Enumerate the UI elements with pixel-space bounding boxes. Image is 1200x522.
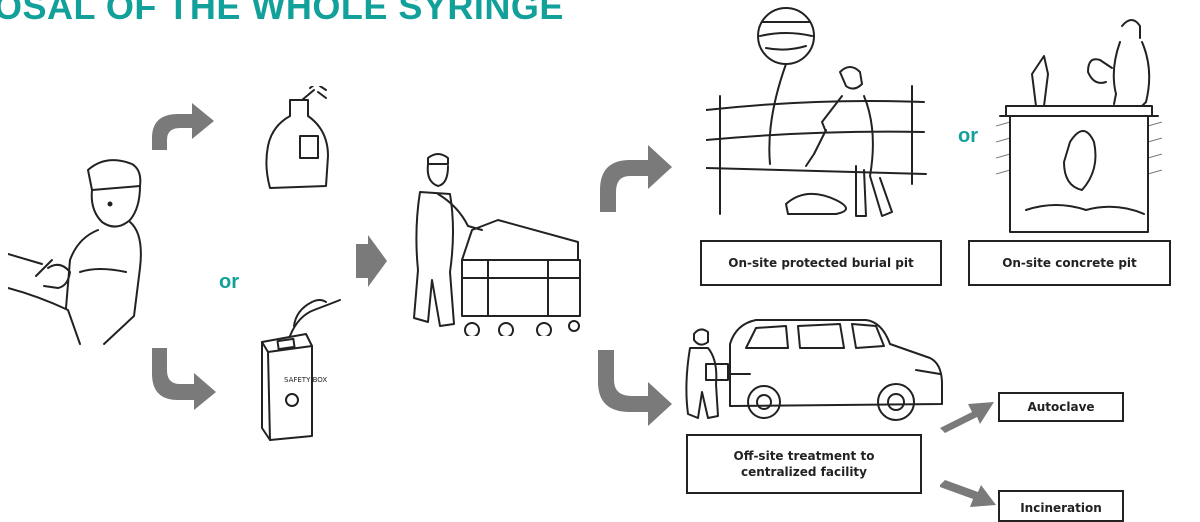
arrow-to-offsite <box>598 350 672 426</box>
cart-illustration <box>413 153 581 336</box>
safety-box-illustration: SAFETY BOX <box>261 299 341 441</box>
concrete-pit-illustration <box>996 19 1162 233</box>
arrow-to-burial <box>600 145 672 212</box>
arrow-to-cart <box>356 235 387 287</box>
car-illustration <box>685 319 943 421</box>
offsite-label: Off-site treatment to centralized facili… <box>686 434 922 494</box>
arrow-to-safety-box <box>152 348 216 410</box>
arrow-to-autoclave <box>940 402 994 433</box>
arrow-to-bottle <box>152 103 214 150</box>
bottle-illustration <box>265 86 329 189</box>
page-title: OSAL OF THE WHOLE SYRINGE <box>0 0 564 27</box>
or-label-pits: or <box>958 125 978 147</box>
nurse-illustration <box>8 159 142 345</box>
burial-pit-label: On-site protected burial pit <box>700 240 942 286</box>
concrete-pit-label: On-site concrete pit <box>968 240 1171 286</box>
burial-pit-illustration <box>706 7 927 217</box>
safety-box-text: SAFETY BOX <box>284 376 327 384</box>
autoclave-label: Autoclave <box>998 392 1124 422</box>
incineration-label: Incineration <box>998 490 1124 522</box>
or-label-containers: or <box>219 271 239 293</box>
arrow-to-incineration <box>940 480 996 507</box>
